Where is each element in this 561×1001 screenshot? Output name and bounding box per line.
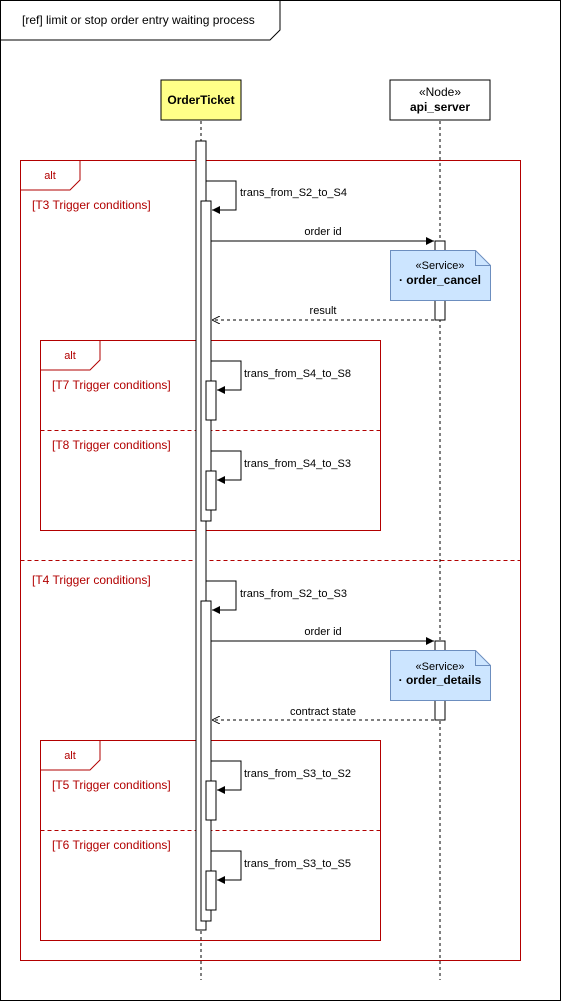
service-note-order-details-stereotype: «Service» xyxy=(416,661,465,673)
t5-condition: [T5 Trigger conditions] xyxy=(52,778,171,792)
service-note-order-details-name: · order_details xyxy=(399,673,482,687)
participant-api-server[interactable]: «Node» api_server xyxy=(389,79,491,121)
message-trans-s3-s5-label: trans_from_S3_to_S5 xyxy=(244,858,351,870)
message-trans-s4-s3: trans_from_S4_to_S3 xyxy=(211,450,351,484)
message-trans-s2-s4-label: trans_from_S2_to_S4 xyxy=(240,187,347,199)
message-order-id-1-label: order id xyxy=(304,226,341,238)
message-trans-s4-s8-label: trans_from_S4_to_S8 xyxy=(244,368,351,380)
outer-alt-keyword: alt xyxy=(44,170,56,182)
order-ticket-activation-t7 xyxy=(205,380,217,421)
order-ticket-activation-t5 xyxy=(205,780,217,821)
order-ticket-activation-t6 xyxy=(205,870,217,911)
message-trans-s3-s2-label: trans_from_S3_to_S2 xyxy=(244,768,351,780)
message-trans-s2-s3: trans_from_S2_to_S3 xyxy=(206,580,347,614)
participant-api-server-stereotype: «Node» xyxy=(419,85,461,99)
message-order-id-1: order id xyxy=(211,226,434,245)
message-order-id-2: order id xyxy=(211,626,434,645)
t4-condition: [T4 Trigger conditions] xyxy=(32,573,151,587)
t8-condition: [T8 Trigger conditions] xyxy=(52,438,171,452)
message-trans-s3-s2: trans_from_S3_to_S2 xyxy=(211,760,351,794)
message-trans-s2-s3-label: trans_from_S2_to_S3 xyxy=(240,588,347,600)
service-note-order-cancel-stereotype: «Service» xyxy=(416,260,465,272)
service-note-order-cancel: «Service» · order_cancel xyxy=(390,250,491,301)
order-ticket-activation-t8 xyxy=(205,470,217,511)
message-contract-state: contract state xyxy=(212,706,434,720)
participant-api-server-label: api_server xyxy=(410,100,470,114)
message-trans-s2-s4: trans_from_S2_to_S4 xyxy=(206,180,347,214)
message-result: result xyxy=(212,305,434,320)
t3-condition: [T3 Trigger conditions] xyxy=(32,198,151,212)
participant-order-ticket[interactable]: OrderTicket xyxy=(160,79,242,121)
t6-condition: [T6 Trigger conditions] xyxy=(52,838,171,852)
order-ticket-activation-main xyxy=(195,140,207,931)
service-note-order-cancel-name: · order_cancel xyxy=(399,273,481,287)
participant-order-ticket-label: OrderTicket xyxy=(167,93,234,107)
message-trans-s4-s3-label: trans_from_S4_to_S3 xyxy=(244,458,351,470)
message-trans-s3-s5: trans_from_S3_to_S5 xyxy=(211,850,351,884)
inner-alt-frame-2: alt [T5 Trigger conditions] [T6 Trigger … xyxy=(40,740,381,941)
message-order-id-2-label: order id xyxy=(304,626,341,638)
message-result-label: result xyxy=(310,305,337,317)
service-note-order-details: «Service» · order_details xyxy=(390,650,491,701)
outer-alt-frame: alt [T3 Trigger conditions] [T4 Trigger … xyxy=(20,160,521,961)
t7-condition: [T7 Trigger conditions] xyxy=(52,378,171,392)
message-trans-s4-s8: trans_from_S4_to_S8 xyxy=(211,360,351,394)
message-contract-state-label: contract state xyxy=(290,706,356,718)
inner-alt-1-keyword: alt xyxy=(64,350,76,362)
inner-alt-2-keyword: alt xyxy=(64,750,76,762)
ref-frame-title: [ref] limit or stop order entry waiting … xyxy=(22,13,255,27)
